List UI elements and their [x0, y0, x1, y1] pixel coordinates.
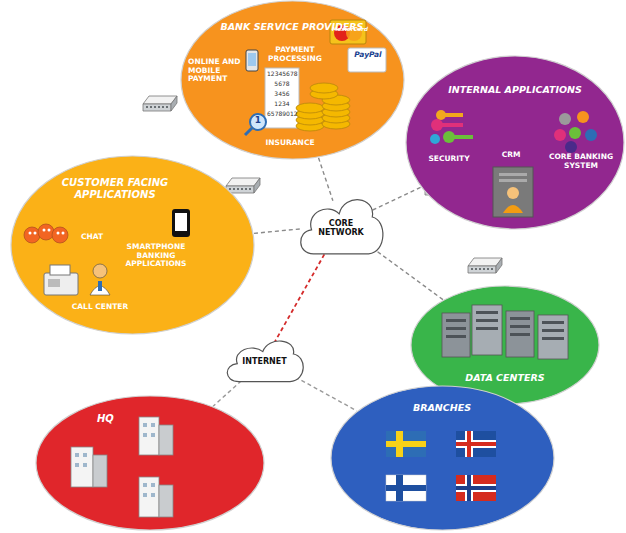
item-label: SMARTPHONE BANKING APPLICATIONS	[110, 243, 202, 269]
card-number: 65789012	[267, 111, 298, 118]
item-label: CORE BANKING SYSTEM	[545, 153, 617, 170]
group-heading: CUSTOMER FACING APPLICATIONS	[50, 177, 180, 200]
item-label: CHAT	[74, 233, 110, 242]
logo-text: PayPal	[350, 51, 386, 59]
internal-ellipse: INTERNAL APPLICATIONS SECURITY CRM CORE BAN…	[405, 55, 625, 230]
network-link	[319, 158, 333, 201]
customer-ellipse: CUSTOMER FACING APPLICATIONS CHATSMARTPHO…	[10, 155, 255, 335]
card-number: 5678	[267, 81, 297, 88]
branches-ellipse: BRANCHES	[330, 385, 555, 531]
item-label: CALL CENTER	[62, 303, 138, 312]
ellipse-outline	[35, 395, 265, 531]
card-number: 12345678	[267, 71, 298, 78]
item-label: SECURITY	[419, 155, 479, 164]
logo-text: MasterCard	[332, 26, 368, 32]
item-label: CRM	[493, 151, 529, 160]
network-link	[367, 244, 443, 300]
card-number: 1234	[267, 101, 297, 108]
group-heading: HQ	[97, 413, 133, 425]
group-heading: BRANCHES	[402, 403, 482, 414]
item-label: PAYMENT PROCESSING	[264, 46, 326, 63]
internet-cloud: INTERNET	[222, 330, 307, 390]
group-heading: INTERNET	[232, 357, 297, 366]
network-link	[372, 187, 420, 210]
ellipse-outline	[405, 55, 625, 230]
group-heading: CORE NETWORK	[313, 219, 369, 237]
item-label: INSURANCE	[255, 139, 325, 148]
network-link	[275, 248, 328, 342]
network-link	[289, 374, 357, 411]
hq-ellipse: HQ	[35, 395, 265, 531]
callout-number: 1	[254, 116, 262, 126]
group-heading: DATA CENTERS	[450, 373, 560, 384]
card-number: 3456	[267, 91, 297, 98]
group-heading: INTERNAL APPLICATIONS	[430, 85, 600, 96]
provider-ellipse: BANK SERVICE PROVIDERSONLINE AND MOBILE …	[180, 0, 405, 160]
item-label: ONLINE AND MOBILE PAYMENT	[188, 58, 242, 84]
network-cloud: CORE NETWORK	[295, 185, 387, 265]
network-link	[254, 229, 302, 234]
